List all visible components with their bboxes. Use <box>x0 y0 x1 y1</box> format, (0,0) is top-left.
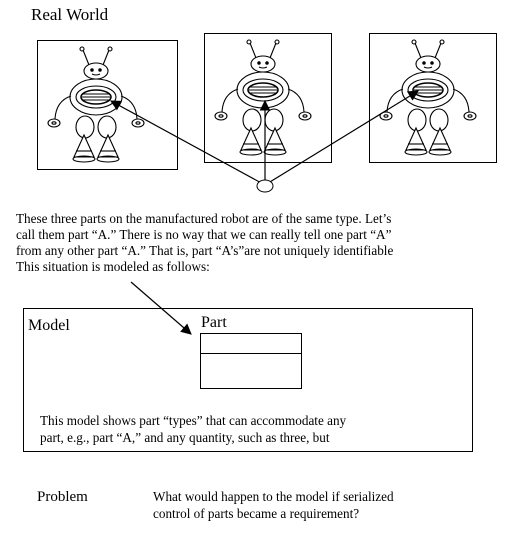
problem-text: What would happen to the model if serial… <box>153 488 394 522</box>
robot-panel-1 <box>37 40 178 170</box>
part-class-name: Part <box>201 314 227 331</box>
description-line: This situation is modeled as follows: <box>16 259 210 274</box>
problem-text-line: What would happen to the model if serial… <box>153 489 394 504</box>
class-compartment-divider <box>201 353 301 354</box>
problem-label: Problem <box>37 489 88 505</box>
robot-panel-3 <box>369 33 497 163</box>
connector-arrow <box>264 90 419 186</box>
problem-text-line: control of parts became a requirement? <box>153 506 360 521</box>
model-box <box>23 308 473 452</box>
real-world-title: Real World <box>31 5 109 24</box>
model-arrow <box>130 281 192 335</box>
part-class-box <box>200 333 302 389</box>
robot-panel-2 <box>204 33 332 163</box>
robot-illustration <box>214 39 312 156</box>
robot-illustration <box>47 46 145 163</box>
connector-arrow <box>110 100 266 186</box>
model-label: Model <box>28 317 70 334</box>
model-note: This model shows part “types” that can a… <box>40 412 346 446</box>
description-line: from any other part “A.” That is, part “… <box>16 243 394 258</box>
junction-node <box>256 179 274 193</box>
description-line: These three parts on the manufactured ro… <box>16 211 392 226</box>
description-line: call them part “A.” There is no way that… <box>16 227 392 242</box>
model-note-line: part, e.g., part “A,” and any quantity, … <box>40 430 330 445</box>
robot-illustration <box>379 39 477 156</box>
model-note-line: This model shows part “types” that can a… <box>40 413 347 428</box>
description-text: These three parts on the manufactured ro… <box>16 211 498 275</box>
